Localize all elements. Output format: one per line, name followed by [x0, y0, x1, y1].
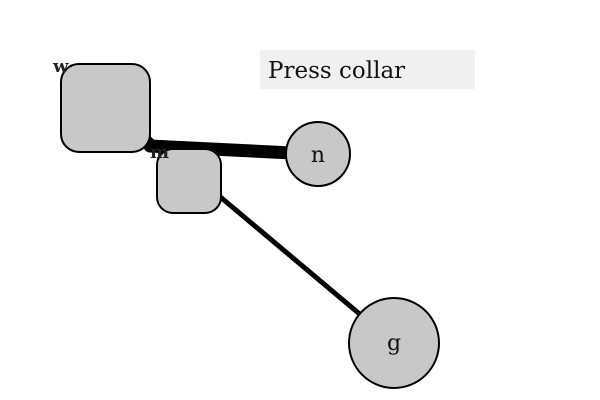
diagram-title: Press collar: [268, 58, 405, 84]
node-m[interactable]: [156, 148, 222, 214]
node-w-label: w: [52, 56, 69, 77]
node-n[interactable]: [285, 121, 351, 187]
node-w[interactable]: [60, 63, 151, 153]
edge-w-n: [143, 139, 299, 160]
node-g[interactable]: [348, 297, 440, 389]
node-n-label: n: [311, 143, 325, 168]
title-box: [260, 50, 475, 89]
edge-m-g: [216, 193, 364, 318]
node-m-label: m: [150, 142, 169, 163]
node-g-label: g: [387, 331, 401, 356]
